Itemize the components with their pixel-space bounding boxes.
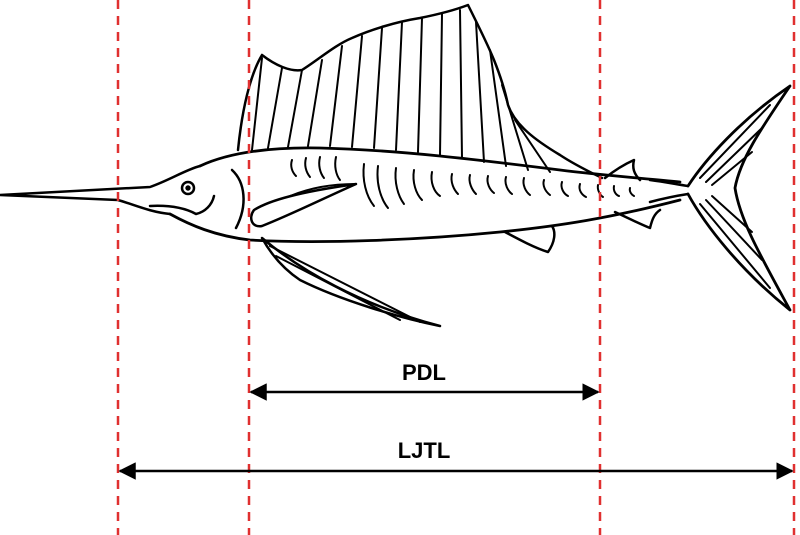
measurement-pdl: PDL: [249, 360, 600, 401]
caudal-peduncle: [648, 178, 690, 204]
dorsal-sail-rays: [251, 9, 551, 173]
sailfish-icon: [0, 3, 792, 328]
dorsal-sail: [236, 3, 604, 180]
measurement-ljtl: LJTL: [118, 438, 794, 480]
anal-fin: [503, 224, 556, 254]
eye-icon: [180, 180, 196, 196]
body-outline: [168, 146, 682, 243]
tail-fin-rays: [699, 104, 771, 289]
pectoral-fin: [250, 182, 358, 228]
second-anal-fin: [613, 208, 662, 230]
ljtl-label: LJTL: [398, 438, 451, 463]
pelvic-fin: [260, 236, 442, 328]
mouth: [148, 194, 216, 216]
reference-lines: [116, 0, 796, 535]
gill-cover: [230, 168, 245, 230]
tail-fin: [686, 84, 792, 312]
second-dorsal-fin: [603, 158, 642, 182]
pdl-label: PDL: [402, 360, 446, 385]
body-markings: [289, 156, 635, 209]
